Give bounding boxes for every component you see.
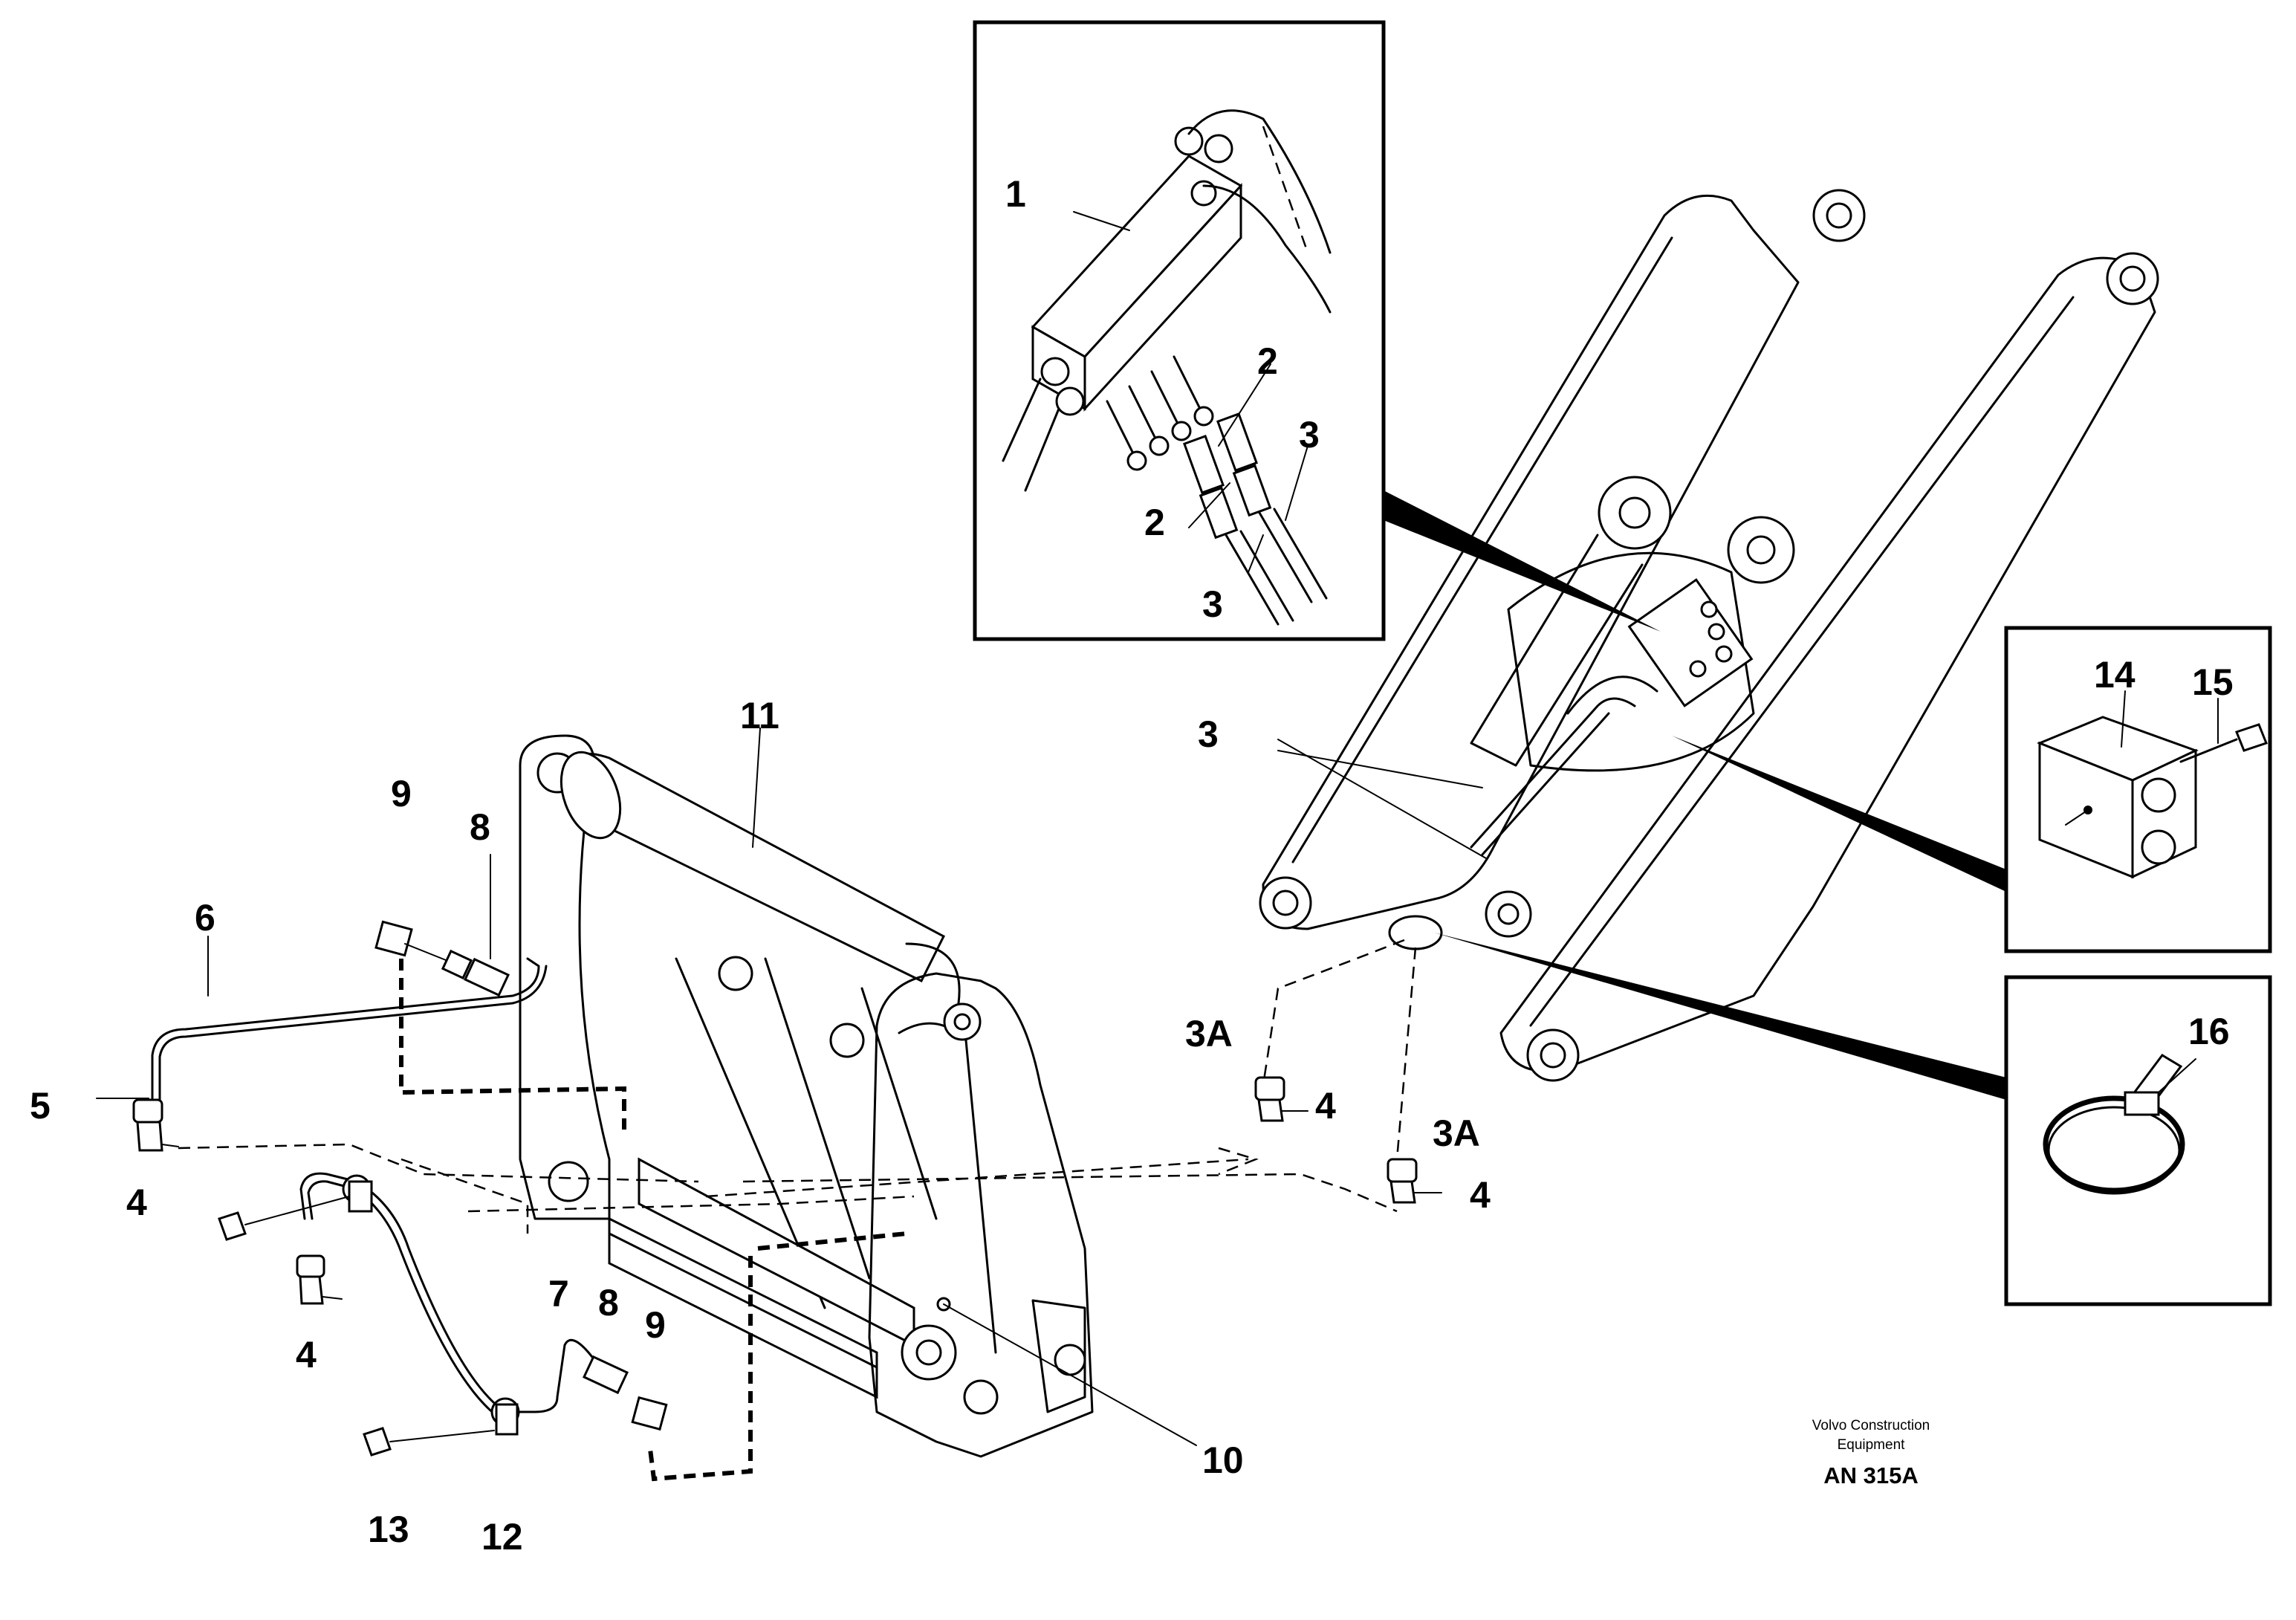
callout-leaders bbox=[207, 728, 1487, 997]
callout-16: 16 bbox=[2188, 1011, 2230, 1052]
callout-7: 7 bbox=[548, 1273, 569, 1315]
callout-4b: 4 bbox=[296, 1334, 317, 1376]
callout-3b: 3 bbox=[1202, 583, 1223, 625]
attachment-bracket bbox=[519, 734, 1197, 1458]
callout-labels: 1 2 2 3 3 3 3A 3A 4 4 4 4 5 6 7 8 8 9 9 … bbox=[30, 173, 2234, 1558]
lubrication-lines-right bbox=[1254, 1076, 1442, 1204]
callout-4d: 4 bbox=[1470, 1174, 1491, 1216]
callout-4a: 4 bbox=[126, 1182, 147, 1223]
callout-8b: 8 bbox=[598, 1282, 619, 1323]
document-credit: Volvo Construction Equipment AN 315A bbox=[1812, 1418, 1930, 1488]
credit-line-1: Volvo Construction bbox=[1812, 1418, 1930, 1433]
callout-9b: 9 bbox=[645, 1304, 666, 1346]
callout-3c: 3 bbox=[1198, 713, 1219, 755]
loader-lift-arms bbox=[1259, 189, 2159, 1160]
callout-2a: 2 bbox=[1257, 340, 1278, 382]
callout-3a: 3 bbox=[1299, 414, 1320, 456]
document-number: AN 315A bbox=[1823, 1462, 1919, 1488]
credit-line-2: Equipment bbox=[1838, 1437, 1906, 1453]
callout-13: 13 bbox=[368, 1509, 409, 1550]
callout-4c: 4 bbox=[1315, 1085, 1336, 1127]
detail-box-hose-clamp bbox=[1672, 626, 2272, 953]
callout-6: 6 bbox=[195, 897, 215, 939]
detail-box-distribution-block bbox=[973, 20, 1661, 641]
callout-12: 12 bbox=[481, 1516, 523, 1558]
callout-5: 5 bbox=[30, 1085, 51, 1127]
callout-11: 11 bbox=[740, 695, 779, 736]
callout-14: 14 bbox=[2094, 654, 2136, 696]
callout-15: 15 bbox=[2192, 661, 2234, 703]
detail-box-cable-tie bbox=[1434, 933, 2272, 1306]
callout-3A-b: 3A bbox=[1433, 1112, 1480, 1154]
callout-9a: 9 bbox=[391, 773, 412, 814]
callout-1: 1 bbox=[1005, 173, 1026, 215]
callout-3A-a: 3A bbox=[1185, 1013, 1233, 1054]
callout-2b: 2 bbox=[1144, 502, 1165, 543]
lubrication-lines-left bbox=[96, 920, 1398, 1482]
callout-10: 10 bbox=[1202, 1439, 1244, 1481]
callout-8a: 8 bbox=[470, 806, 490, 848]
